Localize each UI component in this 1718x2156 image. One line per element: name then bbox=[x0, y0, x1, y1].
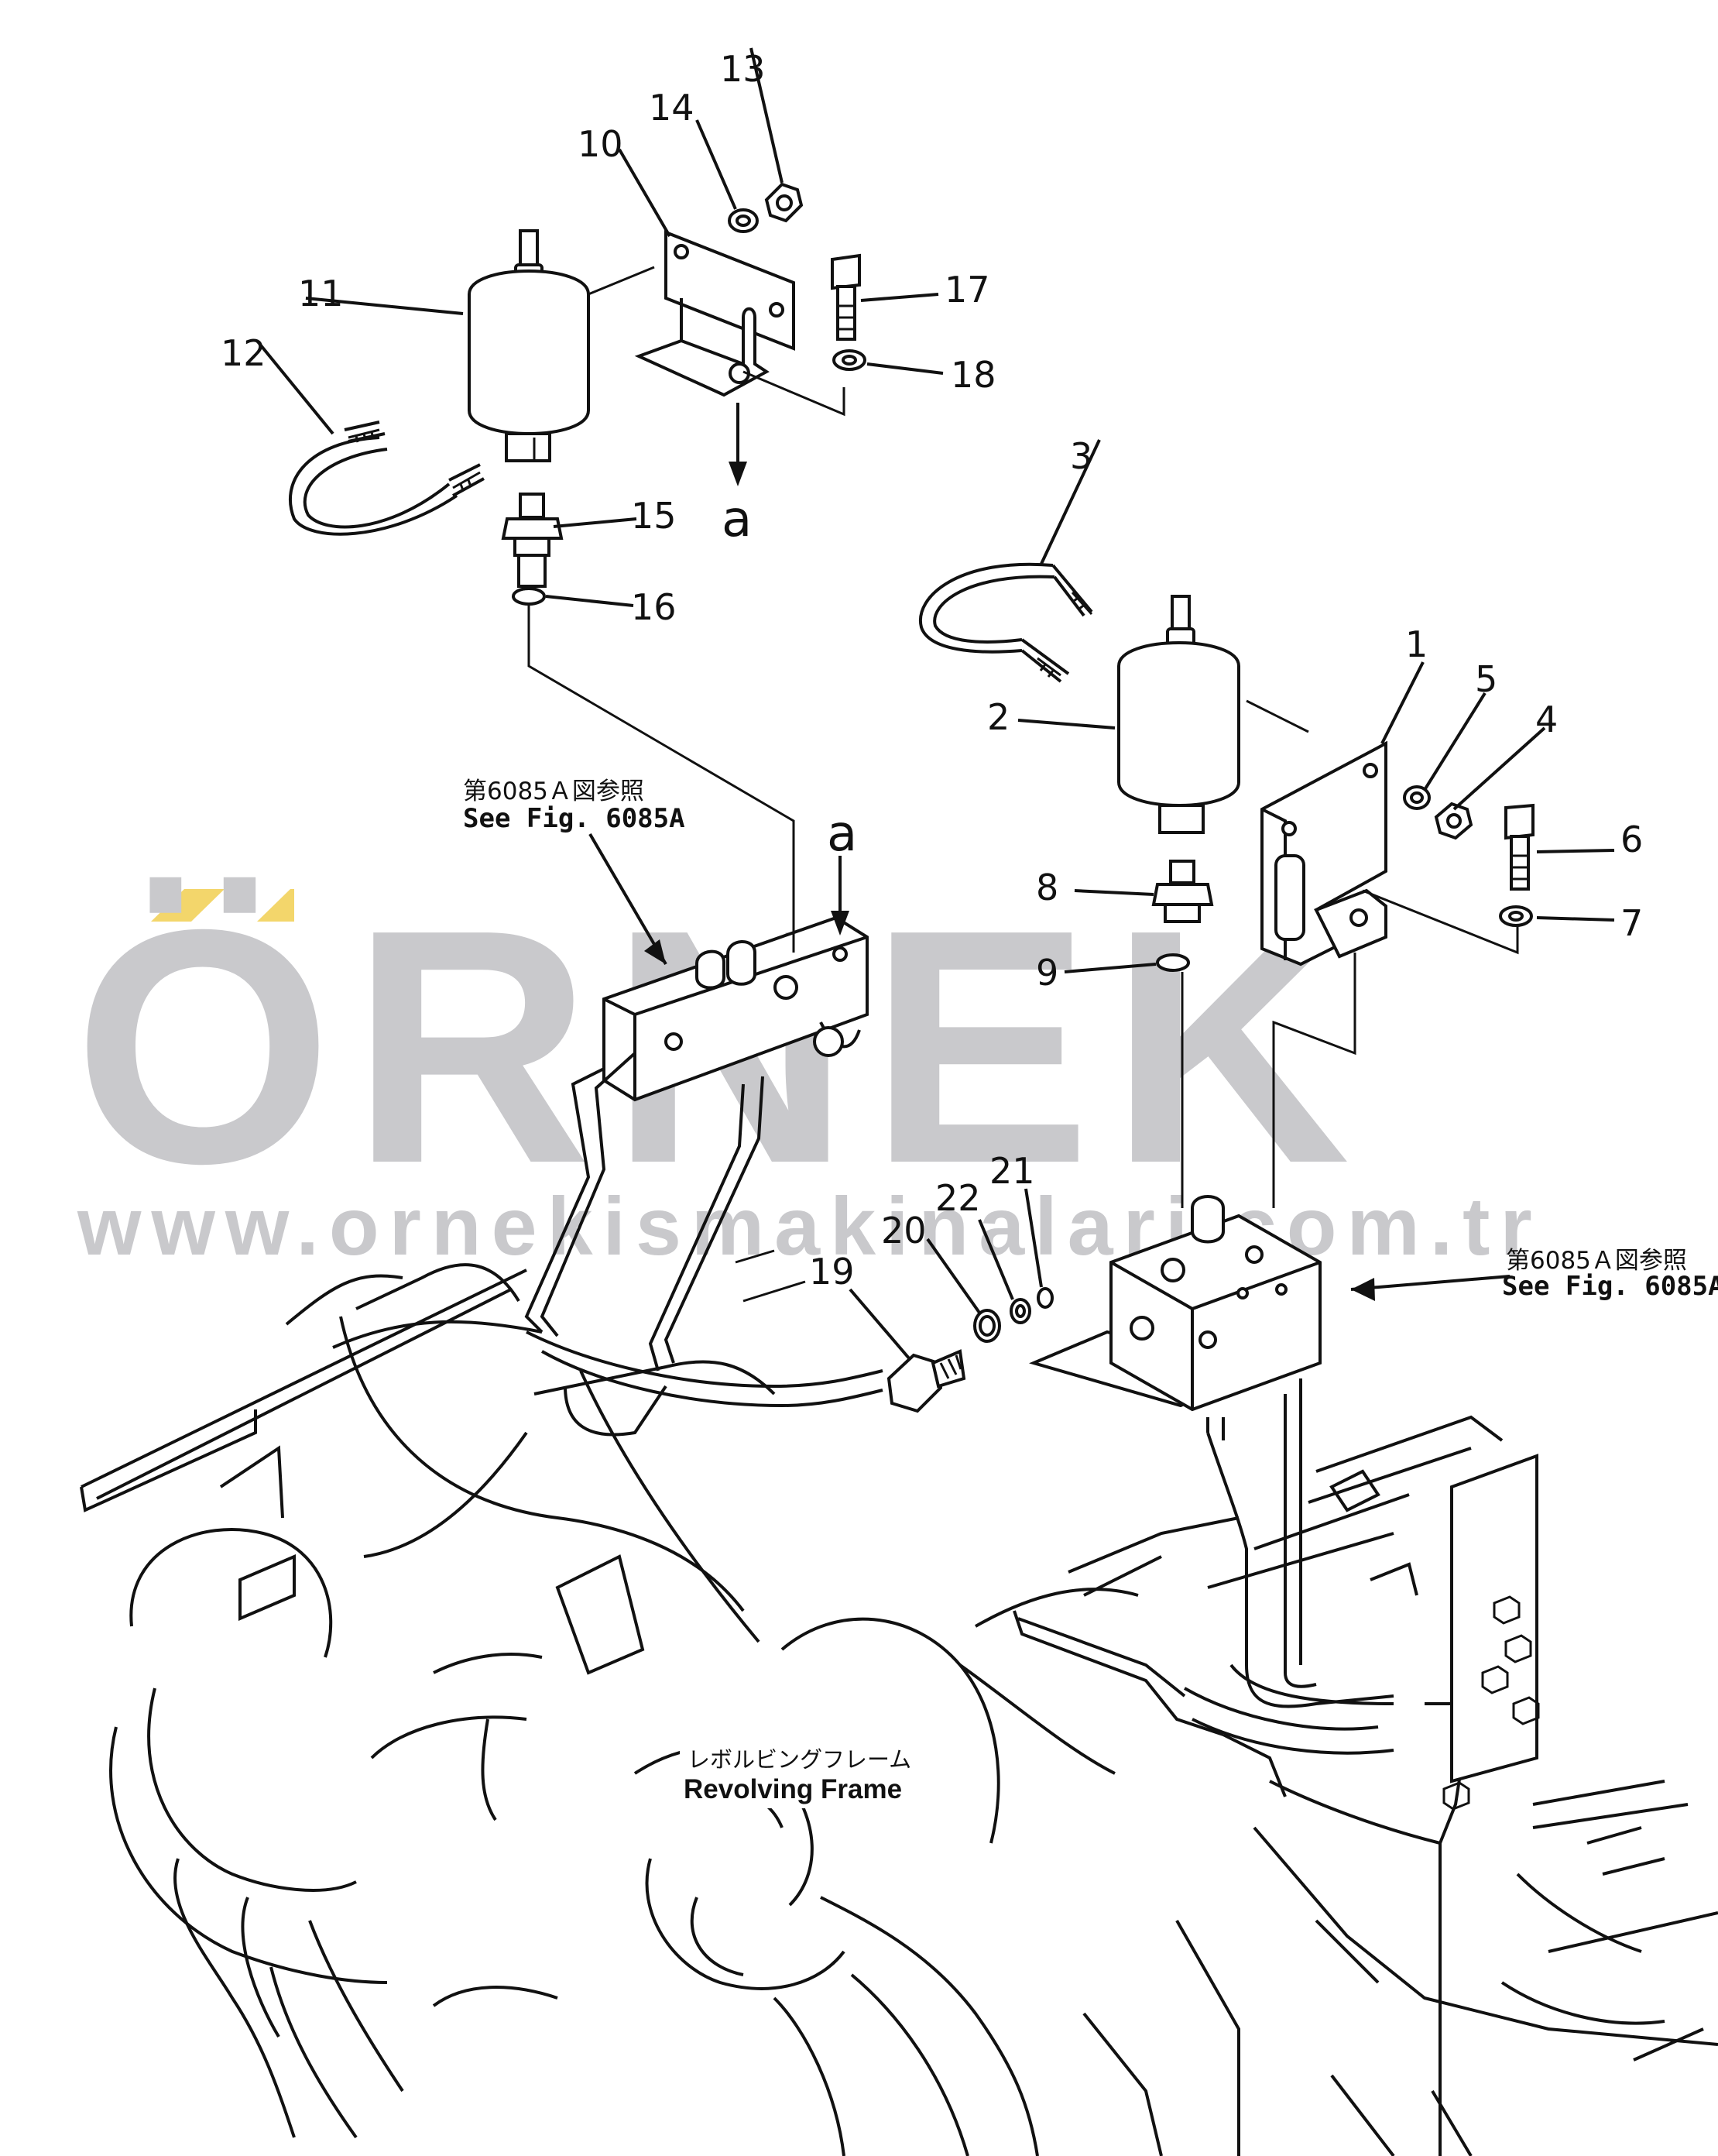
callout-13: 13 bbox=[720, 48, 766, 90]
washer-14 bbox=[728, 208, 759, 233]
callout-3: 3 bbox=[1070, 435, 1092, 477]
frame-label-jp: レボルビングフレーム bbox=[688, 1746, 911, 1773]
bolt-17 bbox=[831, 253, 861, 341]
accumulator-11 bbox=[468, 229, 590, 462]
callout-14: 14 bbox=[649, 87, 694, 129]
washer-22 bbox=[1010, 1298, 1031, 1324]
nut-4 bbox=[1434, 802, 1473, 840]
u-bolt-3 bbox=[918, 562, 1093, 683]
bracket-10 bbox=[634, 230, 795, 397]
figure-reference-right: 第6085Ａ図参照 See Fig. 6085A bbox=[1502, 1247, 1718, 1302]
washer-5 bbox=[1403, 785, 1431, 810]
o-ring-20 bbox=[973, 1309, 1001, 1343]
callout-11: 11 bbox=[298, 273, 344, 314]
frame-label-en: Revolving Frame bbox=[684, 1774, 902, 1804]
watermark-accent-left bbox=[151, 889, 225, 922]
reference-jp-right: 第6085Ａ図参照 bbox=[1506, 1247, 1687, 1275]
callout-17: 17 bbox=[945, 269, 990, 311]
callout-19: 19 bbox=[809, 1251, 855, 1293]
o-ring-9 bbox=[1156, 953, 1190, 972]
detail-marks: a a bbox=[722, 491, 857, 863]
plug-19 bbox=[886, 1349, 966, 1413]
small-parts-19-22 bbox=[886, 1287, 1054, 1413]
callout-7: 7 bbox=[1620, 902, 1643, 944]
fitting-8 bbox=[1151, 860, 1214, 923]
o-ring-16 bbox=[512, 587, 546, 606]
detail-mark-a-upper: a bbox=[722, 491, 752, 548]
left-valve-assembly bbox=[524, 915, 883, 1408]
reference-en-right: See Fig. 6085A bbox=[1502, 1271, 1718, 1302]
left-accumulator-group bbox=[289, 182, 866, 953]
leader-lines bbox=[255, 47, 1615, 1361]
washer-7 bbox=[1499, 905, 1533, 927]
revolving-frame-drawing bbox=[80, 1263, 1718, 2156]
part-number-callouts: 1 2 3 4 5 6 7 8 9 10 11 12 13 14 15 16 1… bbox=[221, 48, 1643, 1293]
bolt-6 bbox=[1504, 803, 1535, 891]
callout-21: 21 bbox=[989, 1150, 1035, 1192]
frame-label: レボルビングフレーム Revolving Frame bbox=[680, 1742, 912, 1808]
reference-en-left: See Fig. 6085A bbox=[463, 803, 685, 834]
accumulator-2 bbox=[1117, 595, 1240, 834]
right-valve-assembly bbox=[1029, 1195, 1394, 1708]
callout-15: 15 bbox=[631, 495, 677, 537]
callout-18: 18 bbox=[951, 354, 996, 396]
callout-6: 6 bbox=[1620, 819, 1643, 860]
detail-mark-a-lower: a bbox=[827, 805, 857, 863]
callout-8: 8 bbox=[1036, 867, 1058, 908]
callout-22: 22 bbox=[935, 1177, 981, 1219]
right-accumulator-group bbox=[918, 562, 1535, 1208]
callout-5: 5 bbox=[1475, 658, 1497, 700]
callout-9: 9 bbox=[1036, 952, 1058, 994]
u-bolt-12 bbox=[289, 421, 485, 536]
reference-jp-left: 第6085Ａ図参照 bbox=[463, 778, 644, 805]
callout-10: 10 bbox=[578, 123, 623, 165]
fitting-15 bbox=[501, 493, 564, 588]
callout-2: 2 bbox=[987, 696, 1010, 738]
nut-13 bbox=[764, 182, 804, 223]
callout-1: 1 bbox=[1405, 623, 1428, 665]
washer-18 bbox=[832, 349, 866, 371]
callout-4: 4 bbox=[1535, 699, 1558, 740]
callout-16: 16 bbox=[631, 586, 677, 628]
bracket-1 bbox=[1260, 740, 1387, 966]
callout-20: 20 bbox=[881, 1210, 927, 1251]
callout-12: 12 bbox=[221, 332, 266, 374]
watermark-accent-right bbox=[257, 889, 294, 922]
figure-reference-left: 第6085Ａ図参照 See Fig. 6085A bbox=[463, 778, 685, 834]
o-ring-21 bbox=[1037, 1287, 1054, 1309]
